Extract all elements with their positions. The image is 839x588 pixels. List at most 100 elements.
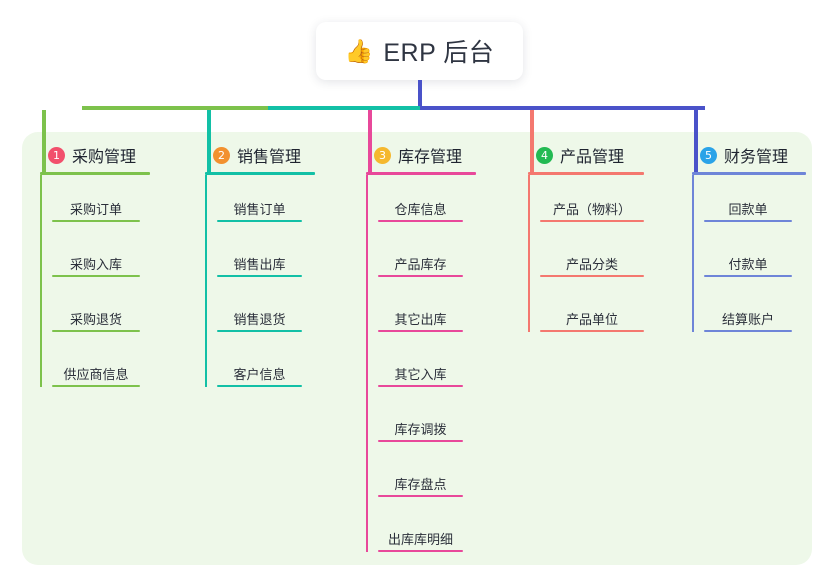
- leaf-item[interactable]: 库存调拨: [378, 422, 463, 442]
- leaf-item-label: 出库库明细: [387, 532, 453, 547]
- leaf-item-label: 产品（物料）: [552, 202, 631, 217]
- drop-stem-3: [368, 110, 372, 172]
- column-title-4: 产品管理: [560, 149, 625, 166]
- leaf-item[interactable]: 客户信息: [217, 367, 302, 387]
- leaf-item-label: 库存调拨: [394, 422, 447, 437]
- leaf-item[interactable]: 其它出库: [378, 312, 463, 332]
- leaf-item[interactable]: 采购订单: [52, 202, 140, 222]
- column-header-rule-2: [205, 172, 315, 175]
- column-3: 3 库存管理仓库信息产品库存其它出库其它入库库存调拨库存盘点出库库明细: [366, 142, 476, 552]
- leaf-item-label: 其它出库: [394, 312, 447, 327]
- bus-blue: [420, 106, 705, 110]
- leaf-item[interactable]: 产品单位: [540, 312, 644, 332]
- leaf-item-rule: [704, 220, 792, 222]
- leaf-item[interactable]: 付款单: [704, 257, 792, 277]
- leaf-item[interactable]: 产品库存: [378, 257, 463, 277]
- leaf-item-rule: [52, 330, 140, 332]
- bus-green: [82, 106, 268, 110]
- leaf-item[interactable]: 销售出库: [217, 257, 302, 277]
- leaf-item[interactable]: 结算账户: [704, 312, 792, 332]
- leaf-item-rule: [704, 275, 792, 277]
- column-spine-1: [40, 175, 42, 387]
- drop-stem-1: [42, 110, 46, 172]
- leaf-item-label: 其它入库: [394, 367, 447, 382]
- column-badge-4: 4: [536, 146, 553, 164]
- diagram-background-panel: [22, 132, 812, 565]
- leaf-item-label: 采购订单: [69, 202, 122, 217]
- leaf-item[interactable]: 销售订单: [217, 202, 302, 222]
- column-header-rule-5: [692, 172, 806, 175]
- leaf-item[interactable]: 采购退货: [52, 312, 140, 332]
- leaf-item-rule: [378, 495, 463, 497]
- column-header-5[interactable]: 5 财务管理: [692, 142, 788, 168]
- column-spine-5: [692, 175, 694, 332]
- root-node-card[interactable]: 👍 ERP 后台: [316, 22, 523, 80]
- leaf-item-rule: [378, 220, 463, 222]
- leaf-item-label: 采购退货: [69, 312, 122, 327]
- leaf-item-label: 客户信息: [233, 367, 286, 382]
- leaf-item-rule: [217, 275, 302, 277]
- column-spine-4: [528, 175, 530, 332]
- leaf-item-label: 销售退货: [233, 312, 286, 327]
- leaf-item[interactable]: 产品（物料）: [540, 202, 644, 222]
- leaf-item-label: 产品单位: [565, 312, 618, 327]
- column-4: 4 产品管理产品（物料） 产品分类产品单位: [528, 142, 644, 332]
- leaf-item[interactable]: 回款单: [704, 202, 792, 222]
- leaf-item-rule: [540, 330, 644, 332]
- column-title-1: 采购管理: [72, 149, 137, 166]
- leaf-item-rule: [378, 550, 463, 552]
- leaf-item-rule: [540, 220, 644, 222]
- leaf-item-label: 销售出库: [233, 257, 286, 272]
- drop-stem-5: [694, 110, 698, 172]
- column-header-rule-1: [40, 172, 150, 175]
- leaf-item-rule: [378, 275, 463, 277]
- column-title-5: 财务管理: [724, 149, 789, 166]
- leaf-item-label: 回款单: [728, 202, 768, 217]
- leaf-item[interactable]: 出库库明细: [378, 532, 463, 552]
- leaf-item[interactable]: 其它入库: [378, 367, 463, 387]
- column-header-rule-3: [366, 172, 476, 175]
- column-title-3: 库存管理: [398, 149, 463, 166]
- leaf-item-rule: [217, 385, 302, 387]
- leaf-item-label: 仓库信息: [394, 202, 447, 217]
- leaf-item-rule: [52, 385, 140, 387]
- leaf-item[interactable]: 产品分类: [540, 257, 644, 277]
- leaf-item-rule: [217, 220, 302, 222]
- leaf-item[interactable]: 仓库信息: [378, 202, 463, 222]
- page-title: ERP 后台: [383, 39, 495, 67]
- column-badge-3: 3: [374, 146, 391, 164]
- thumbs-up-icon: 👍: [344, 37, 374, 64]
- leaf-item-rule: [52, 220, 140, 222]
- column-header-4[interactable]: 4 产品管理: [528, 142, 624, 168]
- column-header-3[interactable]: 3 库存管理: [366, 142, 462, 168]
- leaf-item-label: 结算账户: [721, 312, 774, 327]
- column-spine-2: [205, 175, 207, 387]
- column-spine-3: [366, 175, 368, 552]
- leaf-item-rule: [540, 275, 644, 277]
- drop-stem-4: [530, 110, 534, 172]
- leaf-item-rule: [52, 275, 140, 277]
- leaf-item[interactable]: 供应商信息: [52, 367, 140, 387]
- leaf-item-rule: [378, 330, 463, 332]
- leaf-item-rule: [217, 330, 302, 332]
- leaf-item-rule: [704, 330, 792, 332]
- column-title-2: 销售管理: [237, 149, 302, 166]
- leaf-item[interactable]: 销售退货: [217, 312, 302, 332]
- leaf-item-label: 供应商信息: [63, 367, 129, 382]
- leaf-item-label: 产品分类: [565, 257, 618, 272]
- column-5: 5 财务管理回款单付款单结算账户: [692, 142, 806, 332]
- leaf-item-label: 库存盘点: [394, 477, 447, 492]
- leaf-item[interactable]: 库存盘点: [378, 477, 463, 497]
- bus-teal: [268, 106, 420, 110]
- column-badge-5: 5: [700, 146, 717, 164]
- leaf-item-label: 采购入库: [69, 257, 122, 272]
- leaf-item-label: 付款单: [728, 257, 768, 272]
- drop-stem-2: [207, 110, 211, 172]
- leaf-item[interactable]: 采购入库: [52, 257, 140, 277]
- root-trunk-connector: [418, 80, 422, 108]
